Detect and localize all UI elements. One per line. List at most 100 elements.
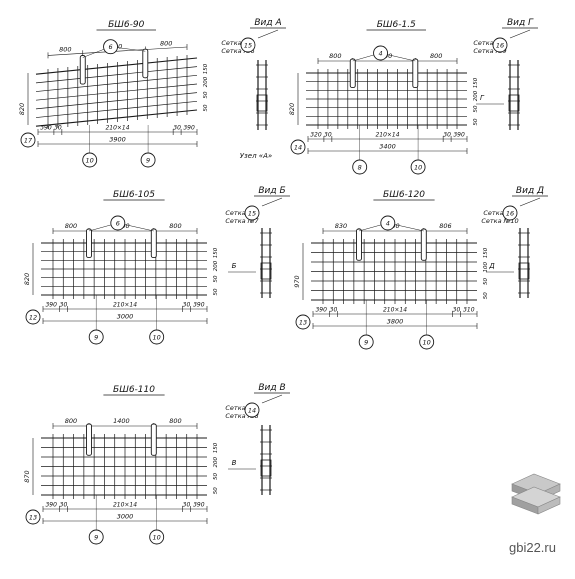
callout-number: 8 [358,164,362,172]
panel-title: БШ6-105 [113,190,155,200]
mesh-label: Сетка №8 [225,412,258,420]
height-value: 820 [23,273,31,285]
bottom-dim-value: 30 [60,502,68,509]
bottom-dim-value: 30 [453,307,461,314]
bottom-dim-value: 210×14 [113,302,137,309]
side-dim-value: 50 [213,473,219,480]
top-dim-value: 800 [59,45,71,53]
side-loop [508,94,520,112]
bottom-dim-value: 390 [315,307,327,314]
bottom-dim-value: 390 [193,502,205,509]
side-dim-value: 50 [203,104,209,111]
top-dim-value: 800 [169,222,181,230]
top-dim-value: 800 [169,417,181,425]
callout-number: 6 [108,43,112,51]
callout-circle [492,37,508,53]
view-label: Вид Д [516,186,544,196]
callout-number: 9 [364,339,368,347]
callout-number: 9 [94,334,98,342]
side-dim-value: 100 [483,262,489,273]
horizontal-bar [35,83,198,101]
callout-circle [110,215,126,231]
bottom-dim-value: 390 [45,302,57,309]
callout-circle [103,39,119,55]
side-view: 16Г [476,29,531,130]
side-view: 16Д [486,197,541,298]
bottom-dim-value: 390 [193,302,205,309]
side-leader [509,29,531,39]
side-leader [519,197,541,207]
top-dim-value: 806 [439,222,451,230]
callout-circle [20,132,36,148]
horizontal-bar [35,100,198,118]
top-dim-value: 1400 [113,417,130,425]
side-dim-value: 50 [483,292,489,299]
top-dim-value: 800 [65,222,77,230]
lifting-loop [86,423,92,456]
side-leader [257,29,279,39]
side-view: 15Б [228,197,283,298]
side-dim-value: 200 [473,90,479,101]
overall-dim-value: 3000 [117,313,134,321]
overall-dim-value: 3000 [117,513,134,521]
lifting-loop [349,58,356,89]
side-loop [260,262,272,280]
callout-circle [295,314,311,330]
callout-number: 16 [506,210,514,218]
horizontal-bar [35,57,198,75]
mesh-label: Сетка №9 [473,47,506,55]
callout-number: 10 [86,157,94,165]
bottom-dim-value: 390 [45,502,57,509]
lifting-loop [150,423,157,456]
bottom-dim-value: 30 [330,307,338,314]
callout-number: 16 [496,42,504,50]
bottom-dim-value: 30 [173,125,181,132]
callout-number: 14 [294,144,302,152]
bottom-dim-value: 210×14 [383,307,407,314]
bottom-dim-value: 210×14 [375,132,399,139]
callout-number: 9 [146,157,150,165]
bottom-dim-value: 30 [60,302,68,309]
callout-number: 12 [29,314,37,322]
bottom-dim-value: 210×14 [113,502,137,509]
height-value: 870 [23,470,31,482]
side-dim-value: 200 [203,76,209,87]
bottom-dim-value: 30 [324,132,332,139]
height-value: 970 [293,275,301,287]
callout-circle [240,37,256,53]
side-dim-value: 200 [213,457,219,468]
overall-dim-value: 3400 [379,143,396,151]
side-dim-value: 50 [473,118,479,125]
bottom-dim-value: 390 [453,132,465,139]
section-letter: Б [232,262,237,270]
callout-number: 13 [299,319,307,327]
bottom-dim-value: 30 [54,125,62,132]
section-letter: Г [480,94,485,102]
callout-number: 15 [244,42,252,50]
top-dim-line [47,46,188,56]
callout-number: 10 [153,534,161,542]
overall-dim-value: 3800 [387,318,404,326]
side-dim-value: 150 [473,77,479,88]
callout-number: 9 [94,534,98,542]
top-dim-value: 800 [430,52,442,60]
side-view: 14В [228,394,283,495]
side-loop [260,459,272,477]
callout-circle [244,402,260,418]
stacked-slabs-icon [511,473,561,515]
callout-circle [373,45,388,61]
side-loop [256,94,268,112]
horizontal-bar [35,74,198,92]
callout-circle [25,509,41,525]
horizontal-bar [35,66,198,84]
lifting-loop [420,228,427,261]
overall-dim-value: 3900 [109,136,126,144]
height-value: 820 [18,103,26,115]
